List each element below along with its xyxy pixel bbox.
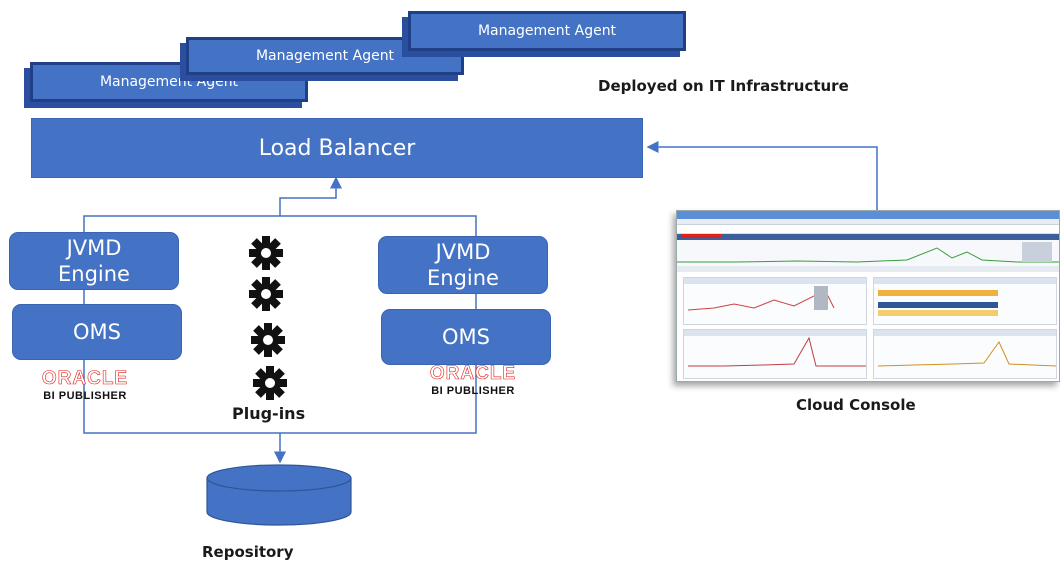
repository-label: Repository xyxy=(202,543,294,561)
load-balancer: Load Balancer xyxy=(31,118,643,178)
cluster-to-lb-line xyxy=(279,176,342,216)
jvmd-engine-right: JVMD Engine xyxy=(378,236,548,294)
jvmd-engine-left: JVMD Engine xyxy=(9,232,179,290)
deployed-label: Deployed on IT Infrastructure xyxy=(598,77,849,95)
console-to-lb-line xyxy=(646,141,878,210)
oracle-bi-publisher-left-logo: ORACLE BI PUBLISHER xyxy=(41,368,129,402)
oms-left: OMS xyxy=(12,304,182,360)
plugins-label: Plug-ins xyxy=(232,404,306,423)
cloud-console-screenshot xyxy=(676,210,1060,382)
oms-right: OMS xyxy=(381,309,551,365)
oracle-bi-publisher-right-logo: ORACLE BI PUBLISHER xyxy=(429,363,517,397)
cloud-console-label: Cloud Console xyxy=(796,396,916,414)
management-agent-3: Management Agent xyxy=(408,11,686,51)
